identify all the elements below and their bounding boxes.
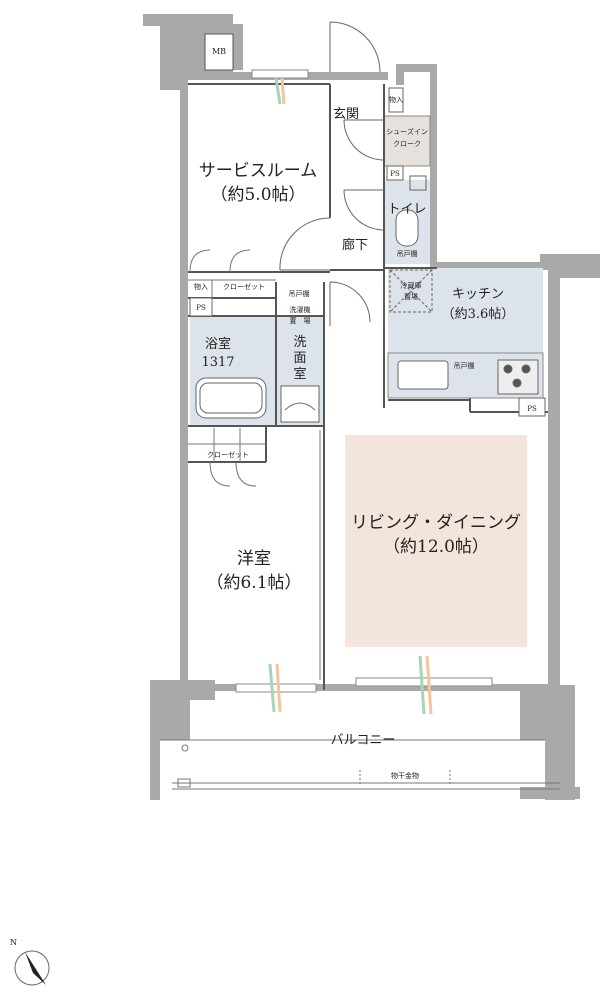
kitchen-size: （約3.6帖）	[442, 307, 515, 322]
closet-label-bottom: クローゼット	[207, 450, 249, 459]
laundry-hardware-label: 物干金物	[391, 771, 419, 780]
storage-top-label: 物入	[389, 95, 403, 104]
western-room-name: 洋室	[237, 549, 271, 569]
washroom-char3: 室	[293, 366, 306, 382]
mb-label: MB	[212, 47, 226, 56]
kitchen-name: キッチン	[452, 287, 504, 302]
hanging-shelf-wash: 吊戸棚	[289, 289, 310, 298]
washer-line1: 洗濯機	[290, 305, 311, 314]
bath-fixtures	[195, 209, 539, 423]
toilet-label: トイレ	[387, 202, 426, 217]
service-room-size: （約5.0帖）	[210, 185, 305, 205]
closet-details	[188, 249, 321, 680]
hall-label: 廊下	[342, 237, 368, 253]
service-room-name: サービスルーム	[199, 161, 318, 181]
mb-box: MB	[204, 33, 234, 71]
ldk-area	[345, 435, 527, 647]
fridge-space	[389, 269, 433, 313]
stove	[497, 359, 539, 395]
washroom-char2: 面	[293, 351, 306, 366]
interior-walls	[188, 83, 548, 690]
fridge-line1: 冷蔵庫	[401, 281, 422, 290]
ps-label-left: PS	[196, 304, 206, 312]
fridge-line2: 置場	[404, 292, 418, 301]
north-arrow: N	[10, 938, 50, 986]
shoe-closet-line1: シューズイン	[386, 127, 428, 136]
washroom-char1: 洗	[293, 335, 306, 350]
shoe-closet-line2: クローク	[393, 140, 421, 148]
hanging-shelf-toilet: 吊戸棚	[397, 249, 418, 258]
balcony-label: バルコニー	[331, 733, 396, 748]
bath-name: 浴室	[205, 336, 231, 352]
airflow-marks	[268, 77, 433, 715]
small-boxes	[189, 87, 546, 417]
ldk-name: リビング・ダイニング	[351, 513, 521, 533]
balcony	[160, 739, 560, 790]
windows	[235, 69, 493, 693]
ps-label-toilet: PS	[390, 170, 400, 178]
storage-label-left: 物入	[194, 282, 208, 291]
door-swings	[279, 21, 385, 326]
western-room-size: （約6.1帖）	[206, 573, 301, 593]
entrance-label: 玄関	[333, 107, 359, 122]
washbasin	[280, 385, 320, 423]
ps-label-kitchen: PS	[527, 405, 537, 413]
ldk-size: （約12.0帖）	[383, 537, 489, 557]
north-label: N	[10, 938, 17, 947]
bathtub	[195, 377, 267, 419]
washer-line2: 置 場	[290, 316, 311, 325]
kitchen-area	[388, 268, 543, 353]
toilet-fixture	[395, 209, 419, 247]
closet-label-top: クローゼット	[223, 282, 265, 291]
kitchen-sink	[397, 360, 449, 390]
hanging-shelf-kitchen: 吊戸棚	[454, 361, 475, 370]
bath-code: 1317	[201, 355, 234, 370]
